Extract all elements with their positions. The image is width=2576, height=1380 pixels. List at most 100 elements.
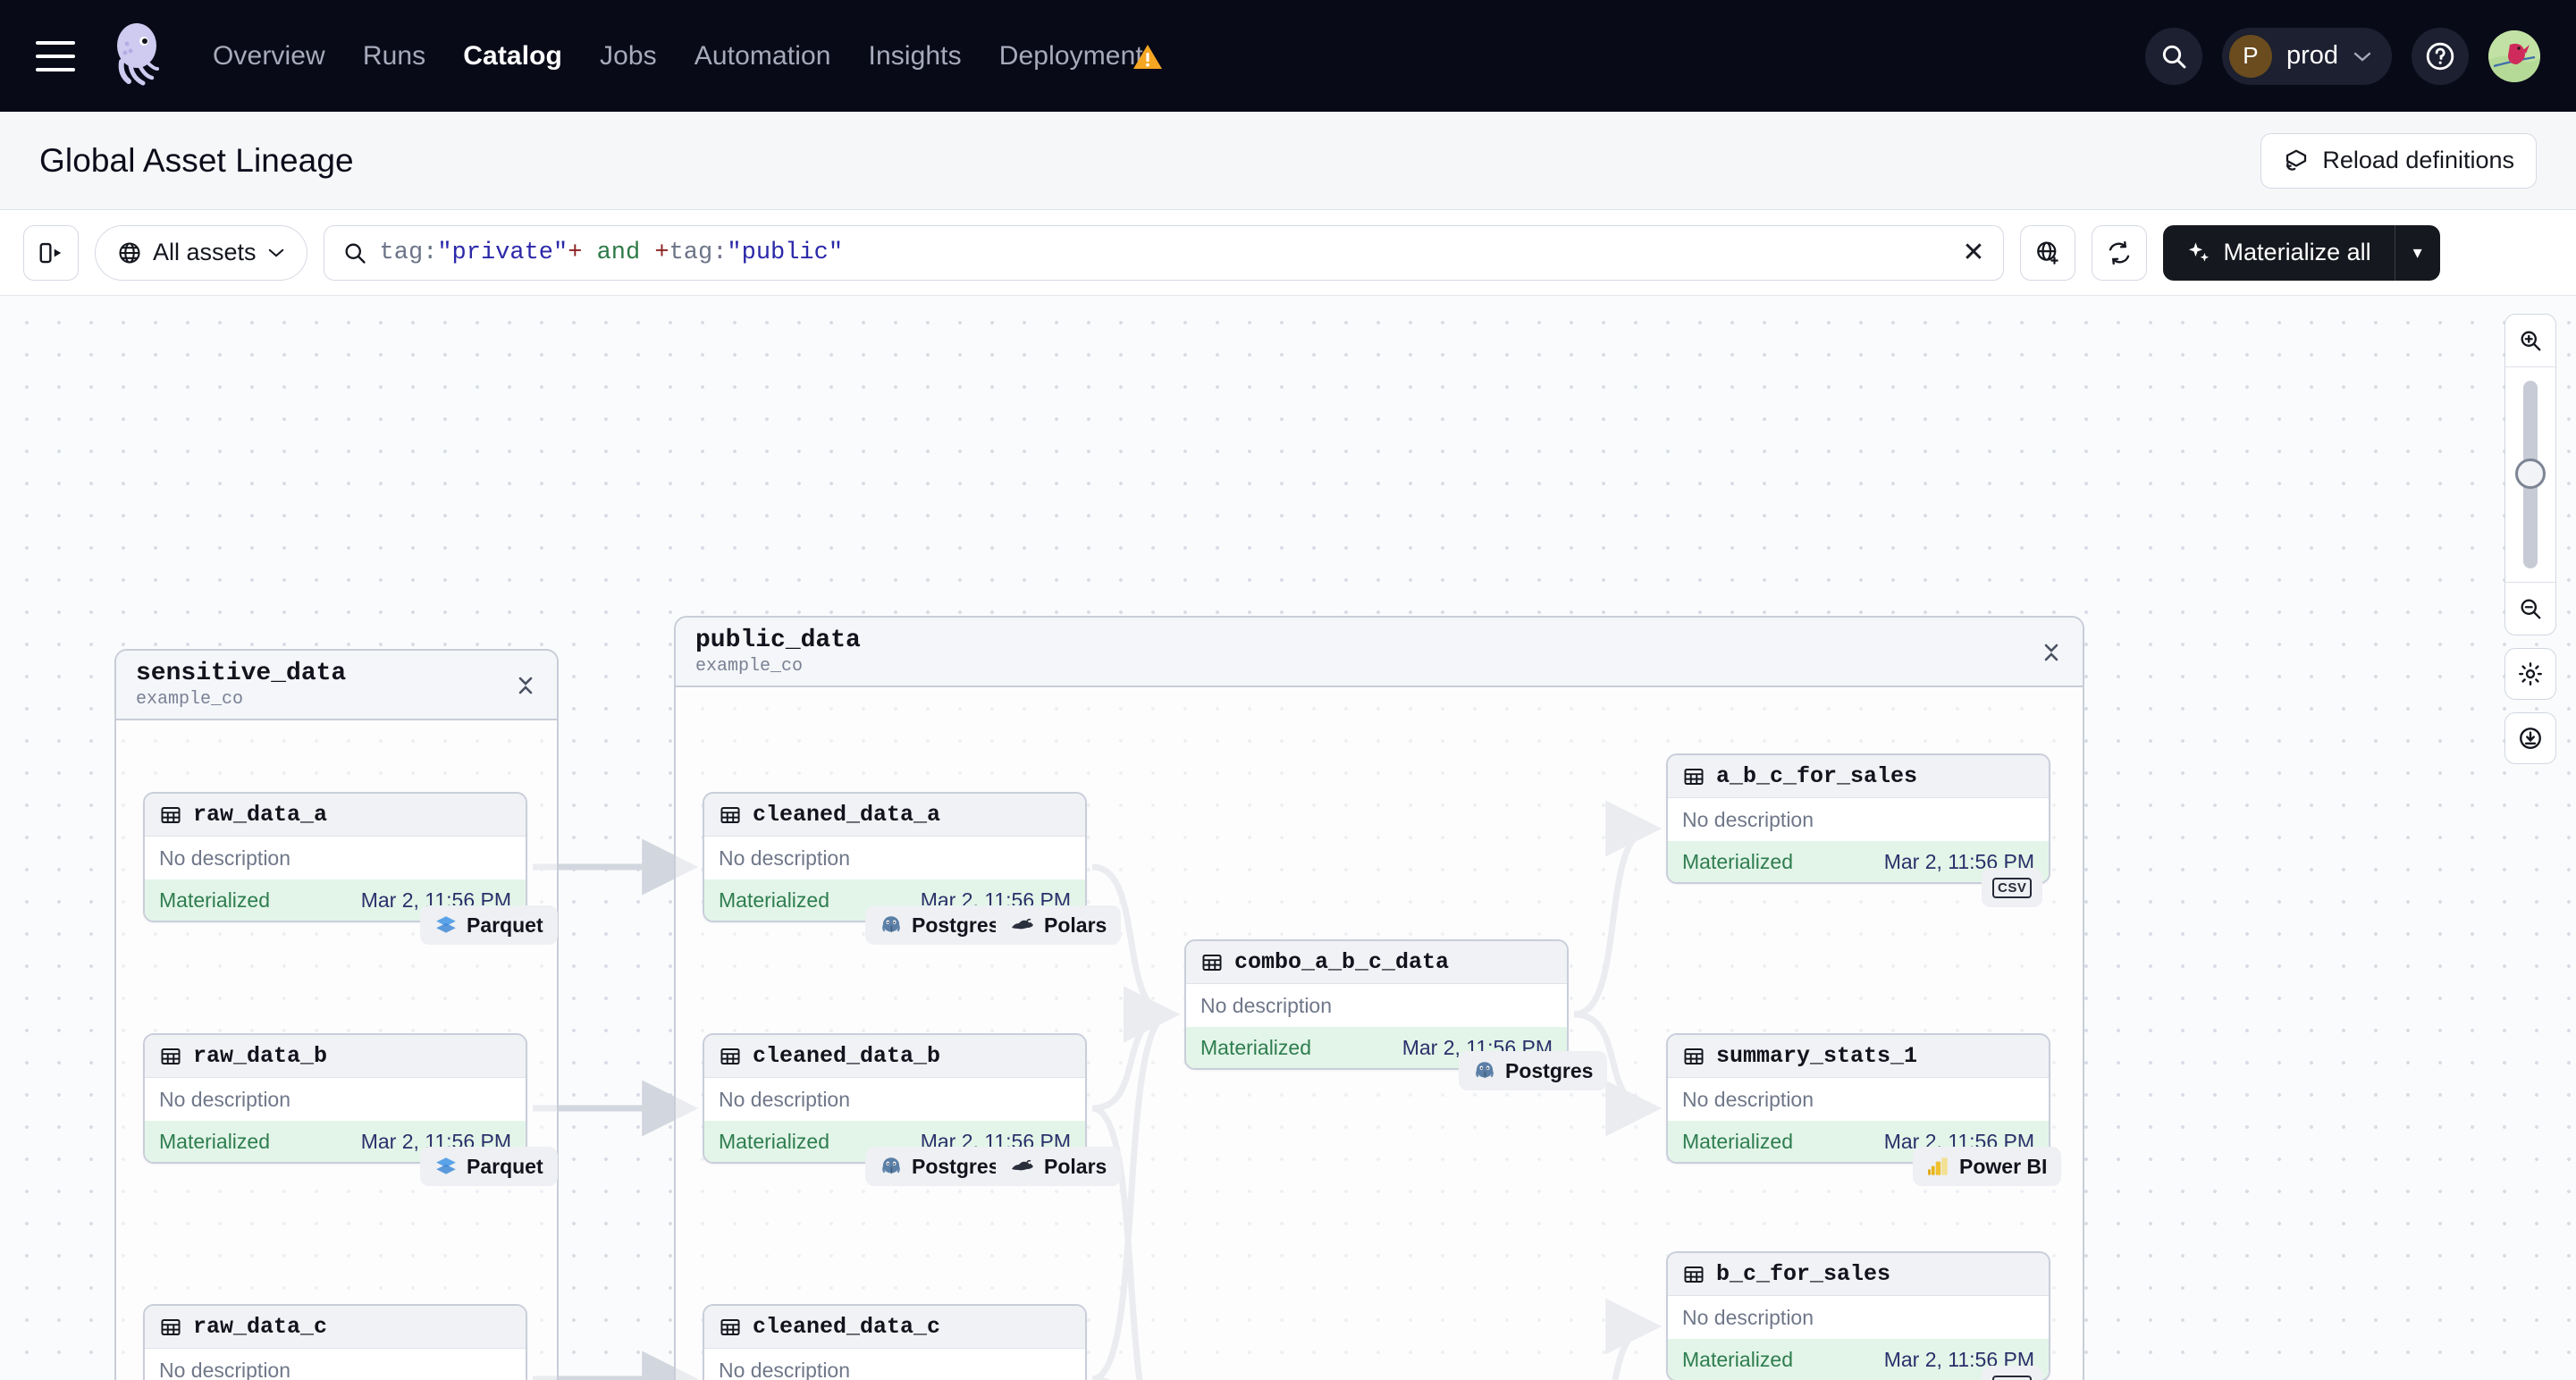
asset-group-sensitive_data[interactable]: sensitive_data example_co <box>114 649 559 1380</box>
refresh-icon[interactable] <box>2091 224 2147 281</box>
gear-icon[interactable] <box>2504 648 2556 700</box>
asset-node-header: raw_data_c <box>145 1306 526 1349</box>
question-mark-icon[interactable] <box>2412 27 2469 85</box>
asset-node-b_c_for_sales[interactable]: b_c_for_sales No description Materialize… <box>1666 1251 2050 1380</box>
dagster-logo[interactable] <box>107 22 172 90</box>
powerbi-icon <box>1927 1155 1950 1178</box>
zoom-in-icon[interactable] <box>2505 315 2555 366</box>
asset-group-header: sensitive_data example_co <box>116 651 557 720</box>
asset-node-description: No description <box>1200 993 1333 1017</box>
asset-node-cleaned_data_b[interactable]: cleaned_data_b No description Materializ… <box>703 1033 1087 1164</box>
chevron-down-icon <box>2353 52 2371 62</box>
asset-node-status-label: Materialized <box>1200 1035 1311 1059</box>
asset-node-title: raw_data_b <box>193 1043 328 1069</box>
page-header: Global Asset Lineage Reload definitions <box>0 112 2576 210</box>
nav-link-automation[interactable]: Automation <box>694 40 831 71</box>
zoom-out-icon[interactable] <box>2505 583 2555 635</box>
top-navigation-bar: Overview Runs Catalog Jobs Automation In… <box>0 0 2576 112</box>
asset-node-combo_a_b_c_data[interactable]: combo_a_b_c_data No description Material… <box>1184 939 1569 1070</box>
materialize-all-button[interactable]: Materialize all ▾ <box>2162 224 2440 281</box>
csv-label: CSV <box>1992 1375 2033 1380</box>
asset-node-status-label: Materialized <box>1682 1347 1793 1371</box>
panel-expand-icon[interactable] <box>23 224 79 281</box>
asset-node-header: cleaned_data_c <box>704 1306 1085 1349</box>
deployment-switcher[interactable]: P prod <box>2221 27 2392 85</box>
search-input[interactable]: tag:"private"+ and +tag:"public" ✕ <box>323 224 2004 281</box>
asset-node-header: raw_data_b <box>145 1035 526 1078</box>
nav-link-insights[interactable]: Insights <box>868 40 962 71</box>
close-icon[interactable]: ✕ <box>1962 237 1985 267</box>
asset-badge-parquet[interactable]: Parquet <box>420 905 558 945</box>
asset-node-status-label: Materialized <box>719 1129 829 1153</box>
table-icon <box>1202 954 1222 971</box>
asset-node-raw_data_a[interactable]: raw_data_a No description Materialized M… <box>143 792 527 922</box>
asset-node-header: b_c_for_sales <box>1668 1253 2049 1296</box>
asset-badge-csv[interactable]: CSV <box>1982 868 2043 907</box>
query-token: "public" <box>727 239 844 266</box>
collapse-icon[interactable] <box>2040 636 2063 667</box>
nav-link-catalog[interactable]: Catalog <box>463 40 562 71</box>
asset-badge-polars[interactable]: Polars <box>996 905 1122 945</box>
table-icon <box>720 806 740 823</box>
asset-node-description: No description <box>1682 807 1814 831</box>
asset-node-cleaned_data_c[interactable]: cleaned_data_c No description Materializ… <box>703 1304 1087 1380</box>
chevron-down-icon <box>268 248 283 257</box>
avatar[interactable] <box>2488 29 2540 82</box>
nav-link-deployment[interactable]: Deployment <box>998 40 1143 71</box>
asset-node-cleaned_data_a[interactable]: cleaned_data_a No description Materializ… <box>703 792 1087 922</box>
asset-group-header: public_data example_co <box>676 618 2083 687</box>
nav-links: Overview Runs Catalog Jobs Automation In… <box>213 41 1163 72</box>
asset-node-header: a_b_c_for_sales <box>1668 755 2049 798</box>
asset-node-raw_data_b[interactable]: raw_data_b No description Materialized M… <box>143 1033 527 1164</box>
query-token: tag: <box>669 239 728 266</box>
lineage-toolbar: All assets tag:"private"+ and +tag:"publ… <box>0 210 2576 296</box>
zoom-controls <box>2504 314 2556 764</box>
asset-node-a_b_c_for_sales[interactable]: a_b_c_for_sales No description Materiali… <box>1666 753 2050 884</box>
collapse-icon[interactable] <box>514 669 537 700</box>
asset-node-description: No description <box>1682 1087 1814 1111</box>
materialize-dropdown-caret[interactable]: ▾ <box>2394 224 2440 281</box>
search-icon[interactable] <box>2144 27 2202 85</box>
asset-group-name: sensitive_data <box>136 660 347 687</box>
asset-badge-parquet[interactable]: Parquet <box>420 1147 558 1186</box>
lineage-canvas[interactable]: sensitive_data example_co public_data ex… <box>0 296 2576 1380</box>
zoom-slider-thumb[interactable] <box>2515 459 2546 489</box>
postgres-icon <box>1473 1059 1496 1082</box>
page-title: Global Asset Lineage <box>39 141 354 179</box>
query-token: and <box>596 239 641 266</box>
nav-link-runs[interactable]: Runs <box>362 40 426 71</box>
parquet-icon <box>434 913 458 937</box>
materialize-all-label: Materialize all <box>2223 239 2371 265</box>
asset-filter-dropdown[interactable]: All assets <box>95 224 307 281</box>
asset-node-title: cleaned_data_c <box>753 1314 941 1340</box>
table-icon <box>720 1048 740 1064</box>
download-circle-icon[interactable] <box>2504 712 2556 764</box>
csv-icon: CSV <box>1992 1375 2033 1380</box>
query-token <box>582 240 596 266</box>
asset-node-status-label: Materialized <box>719 888 829 912</box>
search-query-text: tag:"private"+ and +tag:"public" <box>380 240 844 266</box>
asset-node-description: No description <box>719 1358 851 1380</box>
asset-node-summary_stats_1[interactable]: summary_stats_1 No description Materiali… <box>1666 1033 2050 1164</box>
asset-node-header: cleaned_data_a <box>704 794 1085 837</box>
postgres-icon <box>880 913 903 937</box>
asset-badge-label: Postgres <box>912 1154 1000 1178</box>
globe-plus-icon[interactable] <box>2019 224 2075 281</box>
table-icon <box>1684 768 1704 785</box>
zoom-slider[interactable] <box>2505 367 2555 582</box>
polars-icon <box>1010 1157 1035 1176</box>
asset-badge-postgres[interactable]: Postgres <box>865 905 1014 945</box>
asset-badge-postgres[interactable]: Postgres <box>865 1147 1014 1186</box>
asset-badge-csv[interactable]: CSV <box>1982 1366 2043 1380</box>
asset-node-header: summary_stats_1 <box>1668 1035 2049 1078</box>
nav-link-jobs[interactable]: Jobs <box>599 40 657 71</box>
nav-link-overview[interactable]: Overview <box>213 40 325 71</box>
reload-definitions-button[interactable]: Reload definitions <box>2260 132 2537 189</box>
asset-node-raw_data_c[interactable]: raw_data_c No description Materialized M… <box>143 1304 527 1380</box>
hamburger-icon[interactable] <box>36 40 75 72</box>
asset-badge-polars[interactable]: Polars <box>996 1147 1122 1186</box>
asset-badge-power-bi[interactable]: Power BI <box>1913 1147 2062 1186</box>
table-icon <box>720 1318 740 1335</box>
table-icon <box>161 1048 181 1064</box>
asset-badge-postgres[interactable]: Postgres <box>1459 1051 1608 1090</box>
